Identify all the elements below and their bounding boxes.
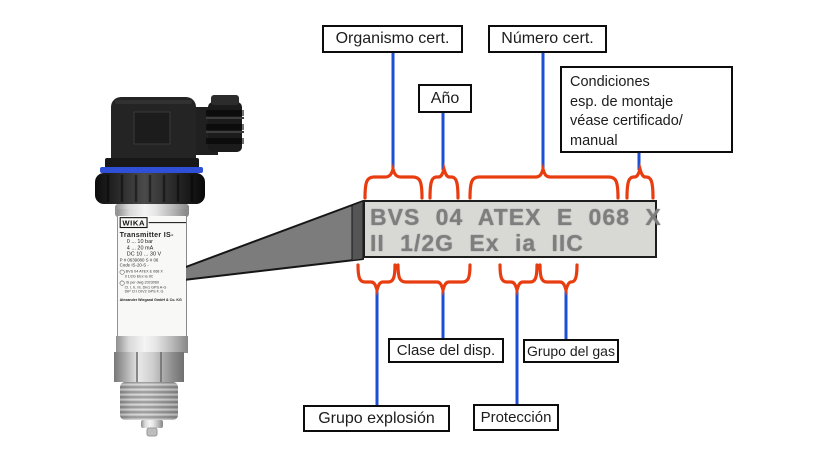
label-output: 4 ... 20 mA (126, 244, 154, 251)
case-collar-bottom (116, 336, 188, 353)
callout-grupo-del-gas: Grupo del gas (523, 339, 619, 363)
callout-numero-cert: Número cert. (488, 25, 607, 53)
label-code: Code IS-20-S - (119, 262, 149, 268)
brace-clase (396, 263, 472, 297)
condiciones-line: Condiciones (570, 74, 650, 90)
callout-ano: Año (418, 84, 472, 113)
label-atex1: BVS 04 ATEX E 068 X (125, 269, 163, 274)
label-maker: Alexander Wiegand GmbH & Co. KG (119, 297, 182, 302)
label-product: Transmitter IS- (119, 230, 174, 239)
tag-zoom-box: BVS 04 ATEX E 068 X II 1/2G Ex ia IIC (363, 200, 662, 258)
sensor-pin (146, 427, 158, 437)
connector-highlight (115, 100, 192, 104)
brace-proteccion (498, 263, 539, 297)
callout-organismo-cert: Organismo cert. (322, 25, 463, 53)
connector-face-emboss (133, 111, 171, 145)
gland-groove (206, 138, 244, 144)
leader-lines (375, 52, 641, 406)
hex-wrench-flats (114, 352, 184, 382)
wika-logo-rule (148, 222, 186, 224)
sensor-label: WIKA Transmitter IS- 0 ... 10 bar 4 ... … (118, 216, 186, 336)
brace-organismo (363, 162, 424, 200)
label-fm3: DIP Cl I DIV2 GPS F, G (124, 289, 164, 294)
label-fm1: IS per dwg 2023060 (125, 280, 160, 285)
condiciones-line: véase certificado/ (570, 113, 683, 129)
gland-groove (206, 110, 244, 116)
condiciones-line: esp. de montaje (570, 93, 674, 110)
gland-cap (211, 95, 239, 105)
brace-condiciones (625, 162, 655, 200)
callout-proteccion: Protección (473, 404, 559, 431)
sensor-label-content: WIKA Transmitter IS- 0 ... 10 bar 4 ... … (118, 216, 186, 302)
label-fm2: Cl. I, II, III, Div1 GPS A-G (124, 285, 167, 290)
connector-base (105, 158, 199, 169)
brace-grupo-gas (538, 263, 579, 297)
nut-knurling (106, 175, 194, 202)
label-supply: DC 10 ... 30 V (126, 251, 162, 258)
brace-numero (468, 162, 620, 200)
process-connection (114, 352, 184, 437)
callout-condiciones: Condiciones esp. de montaje véase certif… (560, 66, 733, 153)
gland-rib-highlight (206, 131, 244, 133)
condiciones-line: manual (570, 132, 618, 149)
callout-clase-del-disp: Clase del disp. (388, 338, 504, 363)
gland-rib-highlight (206, 117, 244, 119)
fm-logo-mark (119, 280, 125, 286)
ex-logo-mark (119, 269, 125, 275)
label-atex2: II 1/2G EEx ia IIC (124, 274, 154, 279)
tag-line1: BVS 04 ATEX E 068 X (370, 204, 662, 230)
blue-seal-ring (100, 167, 203, 173)
label-range: 0 ... 10 bar (126, 238, 153, 245)
knurled-nut (95, 173, 205, 204)
elbow-connector (105, 95, 244, 170)
gland-groove (206, 124, 244, 130)
tag-line2: II 1/2G Ex ia IIC (370, 230, 584, 256)
threads-shading (120, 382, 178, 420)
label-serial: P # 0639080 S # 06 (119, 257, 159, 263)
callout-wedge (174, 200, 364, 282)
wika-logo: WIKA (119, 217, 148, 229)
brace-ano (428, 162, 460, 200)
braces (356, 162, 655, 297)
sensor-tip (141, 420, 163, 428)
callout-grupo-explosion: Grupo explosión (303, 405, 450, 432)
brace-grupo-explosion (356, 263, 397, 297)
